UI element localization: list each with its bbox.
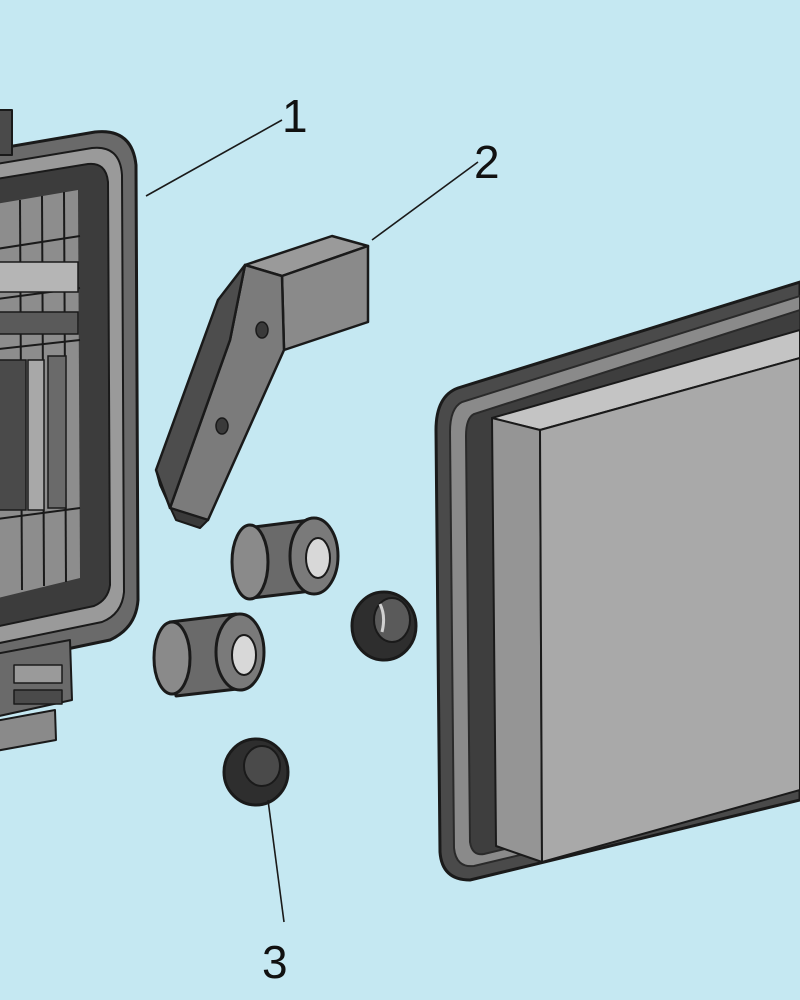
callout-1: 1: [282, 90, 308, 142]
leader-lines: [145, 119, 479, 923]
leader-line-3: [267, 799, 285, 923]
air-filter-element: [434, 280, 800, 882]
bracket: [154, 234, 370, 529]
leader-line-1: [145, 119, 283, 197]
air-cleaner-case: [0, 109, 140, 752]
leader-line-2: [371, 161, 479, 241]
collar-upper: [230, 516, 340, 601]
callout-3: 3: [262, 936, 288, 988]
collar-lower: [152, 612, 266, 698]
grommet-upper: [350, 590, 418, 662]
callout-2: 2: [474, 136, 500, 188]
grommet-lower: [222, 737, 290, 807]
